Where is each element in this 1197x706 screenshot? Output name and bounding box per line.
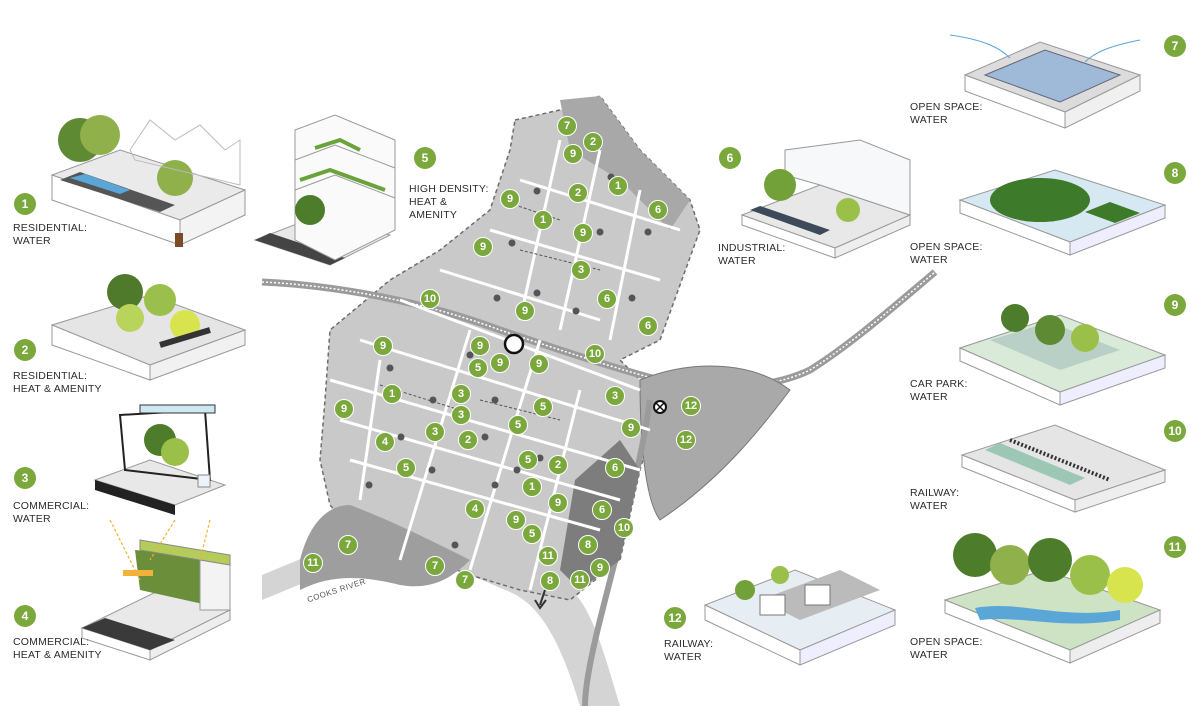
map-marker: 9 bbox=[563, 144, 583, 164]
station-marker bbox=[503, 333, 525, 355]
legend-badge-8: 8 bbox=[1164, 162, 1186, 184]
map-marker: 6 bbox=[648, 200, 668, 220]
map-marker: 2 bbox=[568, 183, 588, 203]
legend-badge-11: 11 bbox=[1164, 536, 1186, 558]
map-marker: 9 bbox=[500, 189, 520, 209]
map-marker: 5 bbox=[508, 415, 528, 435]
map-marker: 10 bbox=[585, 344, 605, 364]
legend-caption-11: OPEN SPACE:WATER bbox=[910, 636, 983, 661]
map-marker: 10 bbox=[614, 518, 634, 538]
illustration-railway-water bbox=[960, 424, 1167, 513]
map-marker: 7 bbox=[455, 570, 475, 590]
legend-badge-9: 9 bbox=[1164, 294, 1186, 316]
map-marker: 12 bbox=[681, 396, 701, 416]
map-marker: 8 bbox=[540, 571, 560, 591]
map-marker: 1 bbox=[382, 384, 402, 404]
map-marker: 1 bbox=[522, 477, 542, 497]
map-marker: 6 bbox=[597, 289, 617, 309]
illustration-commercial-water bbox=[93, 404, 227, 515]
map-marker: 11 bbox=[303, 553, 323, 573]
map-marker: 9 bbox=[506, 510, 526, 530]
map-marker: 10 bbox=[420, 289, 440, 309]
map-marker: 5 bbox=[396, 458, 416, 478]
map-marker: 9 bbox=[470, 336, 490, 356]
map-marker: 3 bbox=[425, 422, 445, 442]
legend-badge-10: 10 bbox=[1164, 420, 1186, 442]
map-marker: 2 bbox=[458, 430, 478, 450]
illustration-residential-water bbox=[50, 115, 247, 247]
illustration-commercial-heat bbox=[80, 519, 232, 661]
map-marker: 5 bbox=[522, 524, 542, 544]
legend-caption-10: RAILWAY:WATER bbox=[910, 487, 960, 512]
legend-badge-4: 4 bbox=[14, 605, 36, 627]
legend-badge-12: 12 bbox=[664, 607, 686, 629]
map-marker: 11 bbox=[538, 546, 558, 566]
map-marker: 4 bbox=[375, 432, 395, 452]
map-marker: 9 bbox=[590, 558, 610, 578]
legend-badge-6: 6 bbox=[719, 147, 741, 169]
legend-caption-4: COMMERCIAL:HEAT & AMENITY bbox=[13, 636, 102, 661]
map-marker: 9 bbox=[515, 301, 535, 321]
legend-caption-2: RESIDENTIAL:HEAT & AMENITY bbox=[13, 370, 102, 395]
street-grid bbox=[329, 139, 681, 591]
map-marker: 9 bbox=[548, 493, 568, 513]
legend-caption-12: RAILWAY:WATER bbox=[664, 638, 714, 663]
legend-caption-5: HIGH DENSITY:HEAT &AMENITY bbox=[409, 183, 489, 221]
legend-caption-8: OPEN SPACE:WATER bbox=[910, 241, 983, 266]
map-marker: 4 bbox=[465, 499, 485, 519]
map-marker: 8 bbox=[578, 535, 598, 555]
map-marker: 5 bbox=[533, 397, 553, 417]
map-marker: 1 bbox=[608, 176, 628, 196]
legend-caption-1: RESIDENTIAL:WATER bbox=[13, 222, 88, 247]
legend-badge-3: 3 bbox=[14, 467, 36, 489]
map-marker: 9 bbox=[373, 336, 393, 356]
illustration-industrial-water bbox=[740, 139, 912, 259]
illustration-open-space-water-park bbox=[943, 533, 1162, 664]
map-marker: 2 bbox=[548, 455, 568, 475]
map-marker: 9 bbox=[334, 399, 354, 419]
legend-caption-7: OPEN SPACE:WATER bbox=[910, 101, 983, 126]
map-marker: 1 bbox=[533, 210, 553, 230]
legend-badge-7: 7 bbox=[1164, 35, 1186, 57]
map-marker: 7 bbox=[338, 535, 358, 555]
illustration-residential-heat bbox=[50, 274, 247, 381]
map-marker: 5 bbox=[518, 450, 538, 470]
map-marker: 9 bbox=[621, 418, 641, 438]
map-marker: 9 bbox=[529, 354, 549, 374]
illustration-car-park bbox=[958, 304, 1167, 406]
map-marker: 6 bbox=[605, 458, 625, 478]
map-marker: 7 bbox=[425, 556, 445, 576]
map-marker: 6 bbox=[592, 500, 612, 520]
legend-caption-9: CAR PARK:WATER bbox=[910, 378, 968, 403]
legend-badge-1: 1 bbox=[14, 193, 36, 215]
legend-badge-5: 5 bbox=[414, 147, 436, 169]
node-dots bbox=[365, 173, 652, 549]
map-marker: 11 bbox=[570, 570, 590, 590]
map-marker: 12 bbox=[676, 430, 696, 450]
illustration-railway-water-2 bbox=[703, 566, 897, 666]
illustration-open-space-water-court bbox=[949, 34, 1142, 129]
rail-yard bbox=[639, 365, 791, 521]
map-marker: 3 bbox=[451, 384, 471, 404]
map-marker: 9 bbox=[490, 353, 510, 373]
map-marker: 5 bbox=[468, 358, 488, 378]
map-marker: 6 bbox=[638, 316, 658, 336]
illustration-open-space-water-oval bbox=[958, 169, 1167, 256]
legend-badge-2: 2 bbox=[14, 339, 36, 361]
legend-caption-6: INDUSTRIAL:WATER bbox=[718, 242, 786, 267]
map-marker: 7 bbox=[557, 116, 577, 136]
map-marker: 2 bbox=[583, 132, 603, 152]
illustration-high-density bbox=[253, 114, 396, 266]
legend-caption-3: COMMERCIAL:WATER bbox=[13, 500, 90, 525]
map-marker: 9 bbox=[473, 237, 493, 257]
map-marker: 9 bbox=[573, 223, 593, 243]
map-marker: 3 bbox=[571, 260, 591, 280]
map-marker: 3 bbox=[451, 405, 471, 425]
map-marker: 3 bbox=[605, 386, 625, 406]
